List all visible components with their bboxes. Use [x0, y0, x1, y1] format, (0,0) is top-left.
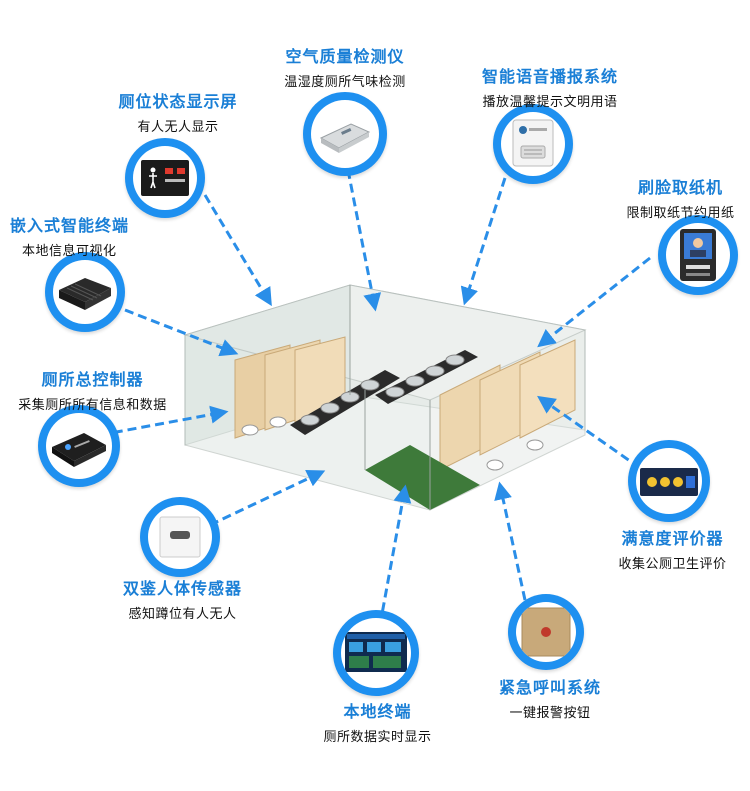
local-terminal-screen-icon: [345, 632, 407, 672]
subtitle-display: 有人无人显示: [137, 120, 219, 135]
title-sensor: 双鉴人体传感器: [122, 579, 242, 598]
voice-broadcast-speaker-icon: [512, 119, 554, 167]
circle-sensor: [140, 497, 220, 577]
label-terminal: 嵌入式智能终端 本地信息可视化: [10, 212, 150, 259]
title-local: 本地终端: [343, 702, 412, 721]
label-sensor: 双鉴人体传感器 感知蹲位有人无人: [110, 575, 255, 622]
circle-terminal: [45, 252, 125, 332]
air-quality-detector-icon: [319, 123, 371, 153]
subtitle-local: 厕所数据实时显示: [323, 730, 432, 745]
main-controller-box-icon: [52, 433, 106, 467]
subtitle-satisfaction: 收集公厕卫生评价: [618, 557, 727, 572]
subtitle-terminal: 本地信息可视化: [22, 244, 117, 259]
connector-arrows: [99, 169, 651, 626]
title-air: 空气质量检测仪: [285, 47, 405, 66]
title-paper: 刷脸取纸机: [637, 178, 723, 197]
label-local: 本地终端 厕所数据实时显示: [310, 698, 445, 745]
label-air: 空气质量检测仪 温湿度厕所气味检测: [270, 43, 420, 90]
subtitle-sensor: 感知蹲位有人无人: [128, 607, 237, 622]
title-display: 厕位状态显示屏: [118, 92, 238, 111]
subtitle-emergency: 一键报警按钮: [509, 706, 591, 721]
title-terminal: 嵌入式智能终端: [10, 216, 130, 235]
subtitle-controller: 采集厕所所有信息和数据: [18, 398, 167, 413]
subtitle-voice: 播放温馨提示文明用语: [482, 95, 618, 110]
label-voice: 智能语音播报系统 播放温馨提示文明用语: [465, 63, 635, 110]
subtitle-paper: 限制取纸节约用纸: [626, 206, 735, 221]
circle-air: [303, 92, 387, 176]
human-presence-sensor-icon: [159, 516, 201, 558]
label-display: 厕位状态显示屏 有人无人显示: [108, 88, 248, 135]
circle-voice: [493, 104, 573, 184]
circle-satisfaction: [628, 440, 710, 522]
building-3d: [183, 284, 587, 511]
label-satisfaction: 满意度评价器 收集公厕卫生评价: [610, 525, 735, 572]
title-voice: 智能语音播报系统: [481, 67, 618, 86]
label-emergency: 紧急呼叫系统 一键报警按钮: [480, 674, 620, 721]
toilet-status-display-icon: [141, 160, 189, 196]
circle-display: [125, 138, 205, 218]
title-controller: 厕所总控制器: [41, 370, 144, 389]
title-satisfaction: 满意度评价器: [621, 529, 724, 548]
label-paper: 刷脸取纸机 限制取纸节约用纸: [618, 174, 743, 221]
embedded-terminal-box-icon: [59, 278, 111, 310]
circle-paper: [658, 215, 738, 295]
circle-local: [333, 610, 419, 696]
circle-emergency: [508, 594, 584, 670]
circle-controller: [38, 405, 120, 487]
subtitle-air: 温湿度厕所气味检测: [284, 75, 406, 90]
title-emergency: 紧急呼叫系统: [498, 678, 601, 697]
label-controller: 厕所总控制器 采集厕所所有信息和数据: [5, 366, 180, 413]
emergency-call-button-icon: [521, 607, 571, 657]
face-recognition-paper-dispenser-icon: [680, 229, 716, 281]
satisfaction-rating-screen-icon: [640, 468, 698, 496]
